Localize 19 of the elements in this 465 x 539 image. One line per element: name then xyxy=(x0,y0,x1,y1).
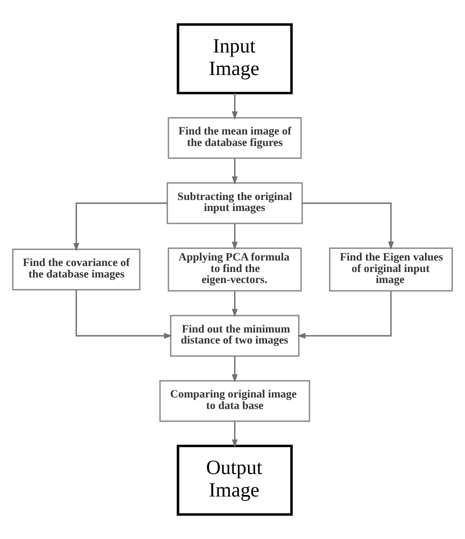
arrow xyxy=(73,202,168,252)
node-box: Find out the minimum distance of two images xyxy=(170,314,300,357)
arrow xyxy=(232,158,238,185)
node-box: Input Image xyxy=(176,23,293,94)
node-box: Applying PCA formula to find the eigen-vectors. xyxy=(168,247,302,292)
node-box: Find the mean image of the database figures xyxy=(168,117,302,159)
node-box: Find the Eigen values of original input image xyxy=(329,247,453,292)
arrow xyxy=(232,356,238,383)
arrow xyxy=(232,93,238,120)
arrow xyxy=(302,202,394,250)
node-box: Subtracting the original input images xyxy=(166,182,303,224)
arrow xyxy=(76,290,172,339)
arrow xyxy=(232,291,238,318)
arrow xyxy=(232,223,238,250)
arrow xyxy=(232,421,238,448)
node-box: Find the covariance of the database images xyxy=(12,248,140,290)
node-box: Comparing original image to data base xyxy=(159,380,310,422)
node-box: Output Image xyxy=(176,444,293,516)
arrow xyxy=(297,291,392,339)
